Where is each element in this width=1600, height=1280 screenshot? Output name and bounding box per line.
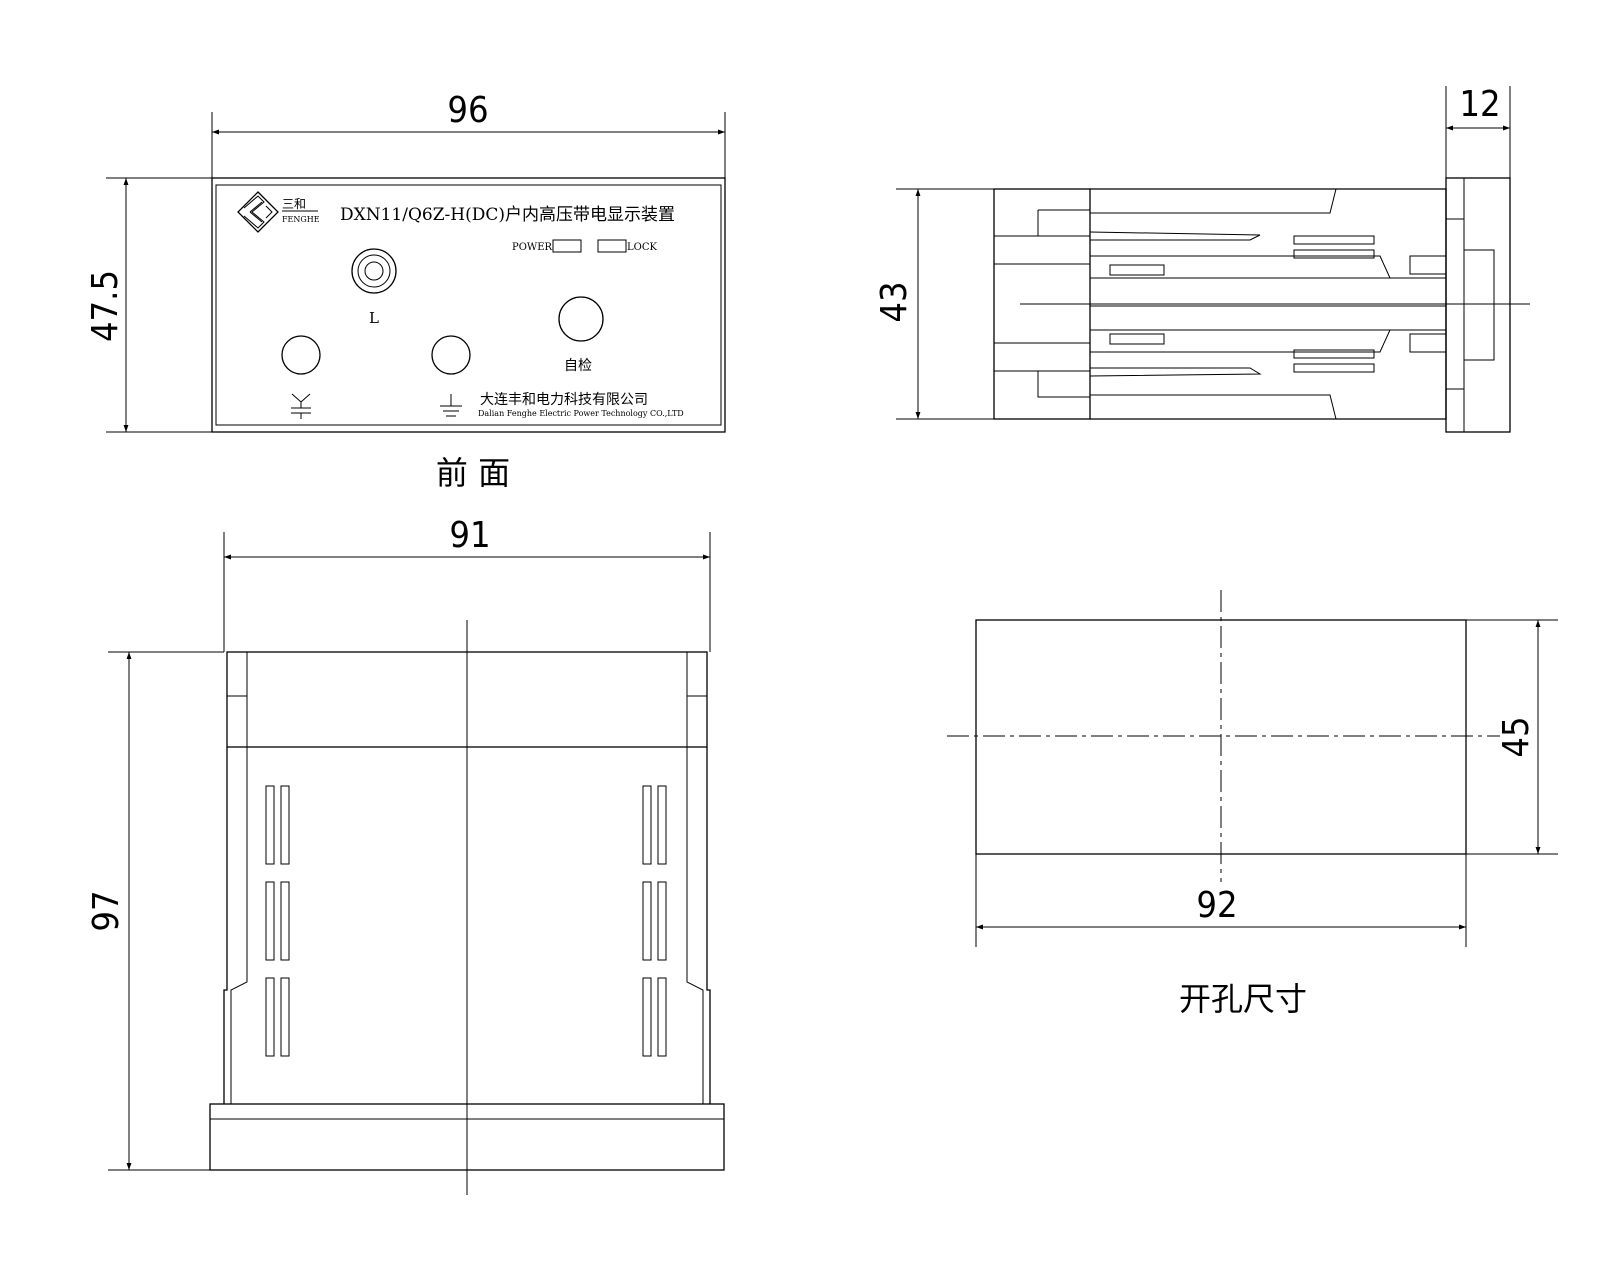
cutout-height-dimension: 45: [1466, 619, 1558, 855]
front-view-caption: 前 面: [436, 454, 510, 492]
power-indicator: [552, 239, 582, 253]
company-name-en: Dalian Fenghe Electric Power Technology …: [478, 409, 684, 418]
logo-cn-text: 三和: [282, 197, 306, 211]
company-logo-icon: [237, 191, 279, 233]
side-height-value: 43: [874, 281, 915, 322]
top-vent-left: [265, 785, 290, 1057]
cutout-width-value: 92: [1196, 885, 1237, 926]
top-length-value: 97: [86, 890, 127, 931]
front-height-value: 47.5: [85, 270, 126, 342]
self-test-button: [558, 296, 604, 342]
side-height-dimension: 43: [874, 188, 1004, 420]
front-view: 96 47.5 三和 FENGHE DXN11/Q6Z-H(DC)户内高压带电显…: [85, 90, 726, 492]
self-test-label: 自检: [564, 358, 592, 374]
side-slot: [1293, 249, 1375, 259]
cutout-height-value: 45: [1496, 716, 1537, 757]
ground-terminal: [431, 335, 471, 375]
side-slot: [1293, 349, 1375, 359]
top-length-dimension: 97: [86, 651, 224, 1171]
front-panel-inner: [215, 184, 722, 426]
side-front-boss: [1463, 249, 1495, 361]
front-width-value: 96: [447, 90, 488, 131]
side-slot: [1293, 363, 1375, 373]
left-terminal: [281, 335, 321, 375]
company-name-cn: 大连丰和电力科技有限公司: [480, 392, 648, 408]
front-width-dimension: 96: [211, 90, 726, 178]
device-title: DXN11/Q6Z-H(DC)户内高压带电显示装置: [340, 205, 675, 225]
side-slot: [1293, 235, 1375, 245]
side-clip: [1409, 255, 1447, 275]
top-view: 91 97: [86, 515, 725, 1195]
side-front-plate: [1445, 177, 1511, 433]
side-clip: [1409, 333, 1447, 353]
l-terminal-icon: [351, 248, 397, 294]
side-depth-value: 12: [1459, 84, 1500, 125]
logo-en-text: FENGHE: [282, 215, 320, 224]
top-body: [223, 747, 711, 1104]
side-view: 12 43: [874, 84, 1530, 433]
lock-label: LOCK: [627, 242, 657, 253]
side-depth-dimension: 12: [1445, 84, 1511, 432]
ground-symbol-icon: [440, 394, 462, 417]
cutout-view: 45 92 开孔尺寸: [947, 590, 1558, 1018]
side-slot: [1109, 333, 1165, 345]
top-width-dimension: 91: [223, 515, 711, 652]
l-terminal-label: L: [369, 309, 379, 327]
side-slot: [1109, 264, 1165, 276]
cutout-width-dimension: 92: [975, 854, 1467, 947]
power-label: POWER: [512, 242, 553, 253]
top-width-value: 91: [449, 515, 490, 556]
cutout-caption: 开孔尺寸: [1179, 980, 1307, 1018]
top-vent-right: [642, 785, 667, 1057]
lock-indicator: [597, 239, 627, 253]
capacitor-symbol-icon: [291, 393, 311, 419]
front-height-dimension: 47.5: [85, 177, 212, 433]
front-panel-outer: [211, 177, 726, 433]
